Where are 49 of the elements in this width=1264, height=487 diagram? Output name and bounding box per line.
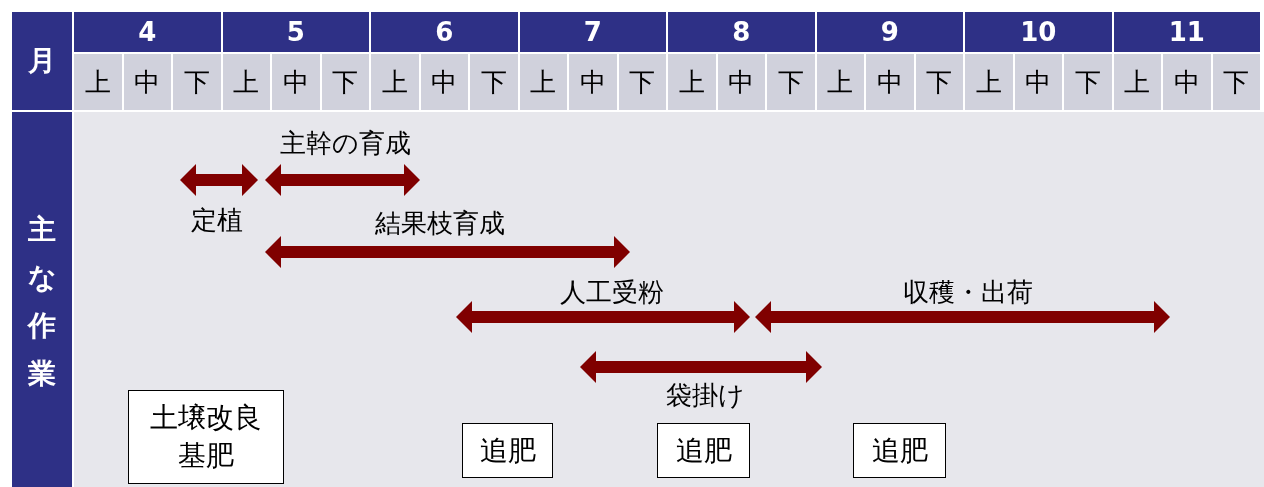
month-header: 8 bbox=[668, 12, 815, 52]
period-header: 中 bbox=[1163, 54, 1211, 110]
task-box bbox=[657, 423, 750, 478]
task-label: 定植 bbox=[191, 204, 243, 237]
period-header: 中 bbox=[272, 54, 320, 110]
period-header: 下 bbox=[321, 54, 369, 110]
period-header: 上 bbox=[371, 54, 419, 110]
month-header: 10 bbox=[965, 12, 1112, 52]
month-header: 11 bbox=[1113, 12, 1260, 52]
period-header: 下 bbox=[470, 54, 518, 110]
period-header: 下 bbox=[915, 54, 963, 110]
box-text: 基肥 bbox=[178, 438, 234, 474]
month-header: 4 bbox=[74, 12, 221, 52]
month-header: 6 bbox=[371, 12, 518, 52]
period-header: 中 bbox=[123, 54, 171, 110]
period-header: 下 bbox=[767, 54, 815, 110]
task-label: 袋掛け bbox=[665, 379, 745, 412]
box-text: 追肥 bbox=[479, 432, 536, 469]
task-label: 収穫・出荷 bbox=[903, 276, 1033, 309]
period-header: 下 bbox=[618, 54, 666, 110]
box-text: 追肥 bbox=[871, 432, 928, 469]
period-header: 上 bbox=[74, 54, 122, 110]
period-header: 上 bbox=[1113, 54, 1161, 110]
period-header: 中 bbox=[717, 54, 765, 110]
period-header: 中 bbox=[1014, 54, 1062, 110]
task-label: 主幹の育成 bbox=[279, 127, 411, 160]
row-header: 主な作業 bbox=[27, 212, 57, 392]
box-text: 追肥 bbox=[675, 432, 732, 469]
period-header: 上 bbox=[816, 54, 864, 110]
period-header: 上 bbox=[965, 54, 1013, 110]
period-header: 中 bbox=[420, 54, 468, 110]
period-header: 上 bbox=[222, 54, 270, 110]
month-header: 5 bbox=[222, 12, 369, 52]
period-header: 上 bbox=[668, 54, 716, 110]
box-text: 土壌改良 bbox=[150, 400, 262, 437]
task-box bbox=[128, 390, 284, 484]
period-header: 下 bbox=[1212, 54, 1260, 110]
period-header: 上 bbox=[519, 54, 567, 110]
task-box bbox=[462, 423, 553, 478]
header-cell: 月 bbox=[12, 12, 72, 110]
month-header: 7 bbox=[519, 12, 666, 52]
period-header: 中 bbox=[866, 54, 914, 110]
task-label: 人工受粉 bbox=[560, 276, 664, 309]
period-header: 下 bbox=[1064, 54, 1112, 110]
task-label: 結果枝育成 bbox=[375, 207, 505, 240]
period-header: 下 bbox=[173, 54, 221, 110]
period-header: 中 bbox=[569, 54, 617, 110]
task-box bbox=[853, 423, 946, 478]
month-header: 9 bbox=[816, 12, 963, 52]
